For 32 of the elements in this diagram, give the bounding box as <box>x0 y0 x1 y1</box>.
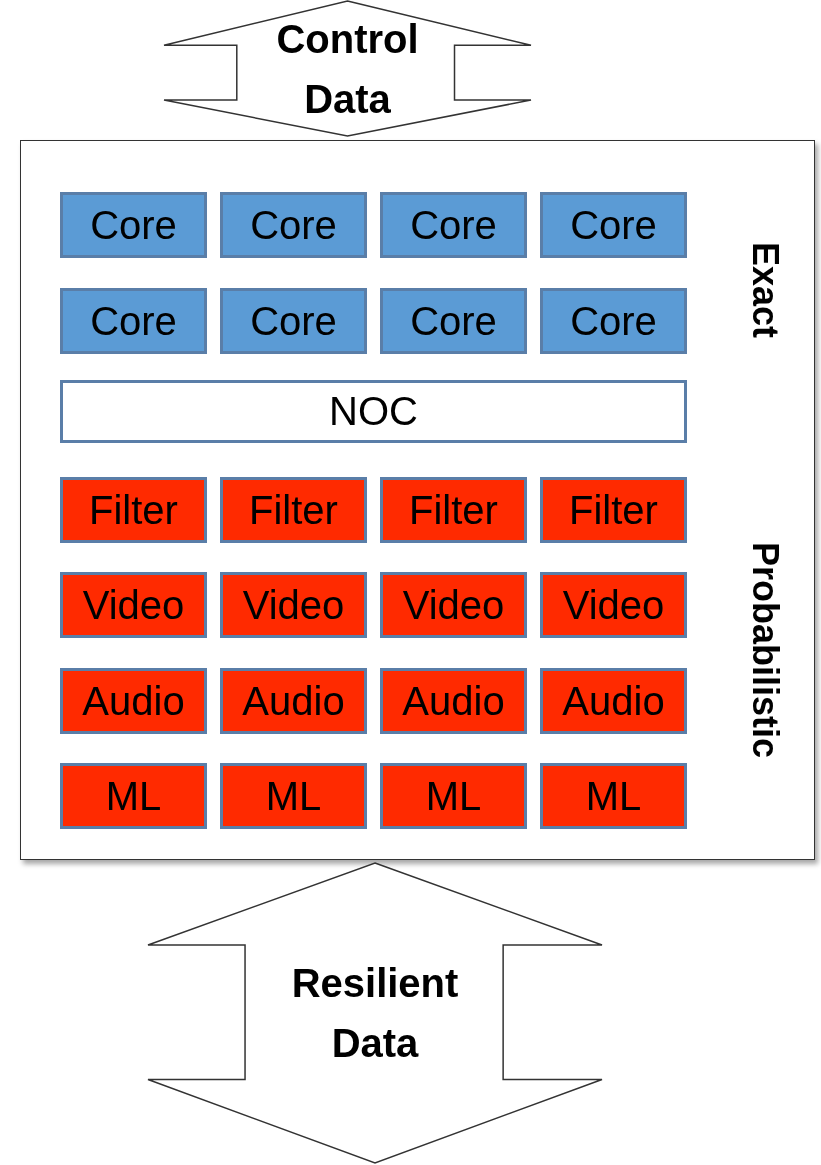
arrow-label: Resilient Data <box>290 960 460 1067</box>
processing-block: Video <box>60 572 207 638</box>
processing-block: Core <box>220 288 367 354</box>
processing-block: Core <box>60 192 207 258</box>
section-label: Exact <box>744 241 787 339</box>
arrow-label: Control Data <box>275 15 420 123</box>
processing-block: Core <box>380 192 527 258</box>
processing-block: Filter <box>540 477 687 543</box>
processing-block: Audio <box>220 668 367 734</box>
processing-block: Core <box>540 288 687 354</box>
chip-outline <box>20 140 815 860</box>
processing-block: Core <box>220 192 367 258</box>
processing-block: ML <box>220 763 367 829</box>
processing-block: Video <box>380 572 527 638</box>
processing-block: Filter <box>220 477 367 543</box>
processing-block: Audio <box>60 668 207 734</box>
processing-block: Core <box>540 192 687 258</box>
double-arrow <box>147 862 603 1164</box>
processing-block: Filter <box>60 477 207 543</box>
processing-block: ML <box>380 763 527 829</box>
processing-block: Audio <box>540 668 687 734</box>
processing-block: Audio <box>380 668 527 734</box>
processing-block: Core <box>60 288 207 354</box>
processing-block: Video <box>220 572 367 638</box>
double-arrow <box>163 0 532 137</box>
processing-block: Core <box>380 288 527 354</box>
processing-block: Video <box>540 572 687 638</box>
processing-block: ML <box>60 763 207 829</box>
processing-block: ML <box>540 763 687 829</box>
noc-bar: NOC <box>60 380 687 443</box>
processing-block: Filter <box>380 477 527 543</box>
section-label: Probabilistic <box>744 541 787 759</box>
